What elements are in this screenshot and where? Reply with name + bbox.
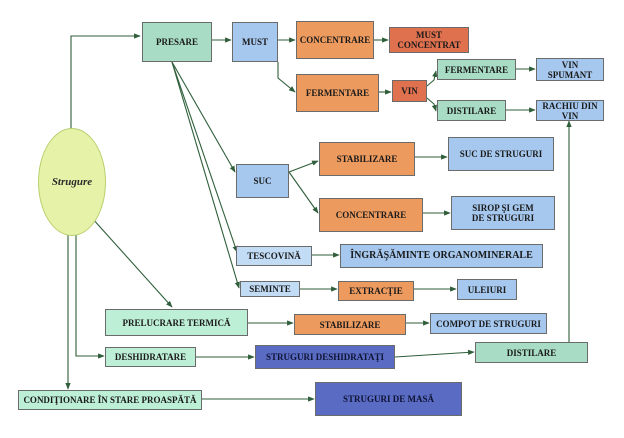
edge-suc-concentrare — [288, 171, 319, 214]
node-conditionare: CONDIŢIONARE ÎN STARE PROASPĂTĂ — [18, 390, 202, 410]
node-ingrasaminte: ÎNGRĂŞĂMINTE ORGANOMINERALE — [340, 244, 543, 268]
edge-root-presare — [70, 33, 141, 129]
node-uleiuri: ULEIURI — [457, 279, 517, 300]
edge-presare-tescovina — [171, 61, 238, 253]
node-extractie: EXTRACŢIE — [338, 281, 414, 301]
node-seminte: SEMINTE — [240, 281, 300, 297]
node-stabilizare-suc: STABILIZARE — [319, 142, 415, 176]
node-fermentare-vin: FERMENTARE — [437, 59, 516, 80]
node-must: MUST — [232, 22, 278, 62]
node-rachiu-din-vin: RACHIU DIN VIN — [536, 100, 604, 121]
root-ellipse-strugure: Strugure — [38, 128, 106, 236]
node-struguri-deshidratati: STRUGURI DESHIDRATAŢI — [255, 345, 395, 369]
node-prelucrare-termica: PRELUCRARE TERMICĂ — [105, 309, 248, 336]
edge-presare-suc — [171, 61, 236, 173]
edge-root-deshidratare — [75, 234, 105, 359]
node-stabilizare-termica: STABILIZARE — [294, 314, 406, 335]
edge-must-fermentare — [277, 62, 296, 93]
node-distilare-deshidratati: DISTILARE — [475, 342, 588, 363]
edge-presare-seminte — [171, 61, 240, 289]
node-tescovina: TESCOVINĂ — [236, 246, 312, 266]
node-vin: VIN — [392, 80, 427, 102]
node-concentrare-suc: CONCENTRARE — [319, 198, 423, 232]
edge-suc-stabilizare — [288, 160, 319, 173]
node-distilare-vin: DISTILARE — [437, 100, 506, 121]
node-sirop-si-gem: SIROP ŞI GEM DE STRUGURI — [451, 196, 555, 230]
node-compot: COMPOT DE STRUGURI — [430, 313, 547, 334]
node-suc: SUC — [236, 164, 289, 198]
edge-struguri-distilare — [394, 349, 475, 358]
node-struguri-de-masa: STRUGURI DE MASĂ — [315, 382, 462, 416]
edge-root-prelucrare — [91, 217, 173, 308]
edge-vin-fermentare — [426, 70, 438, 87]
node-presare: PRESARE — [142, 22, 212, 62]
edge-vin-distilare — [426, 97, 437, 112]
node-vin-spumant: VIN SPUMANT — [536, 58, 604, 81]
node-concentrare-must: CONCENTRARE — [296, 21, 374, 59]
node-fermentare-must: FERMENTARE — [296, 74, 379, 112]
node-must-concentrat: MUST CONCENTRAT — [389, 27, 469, 53]
node-deshidratare: DESHIDRATARE — [105, 347, 196, 367]
node-suc-de-struguri: SUC DE STRUGURI — [448, 137, 554, 171]
